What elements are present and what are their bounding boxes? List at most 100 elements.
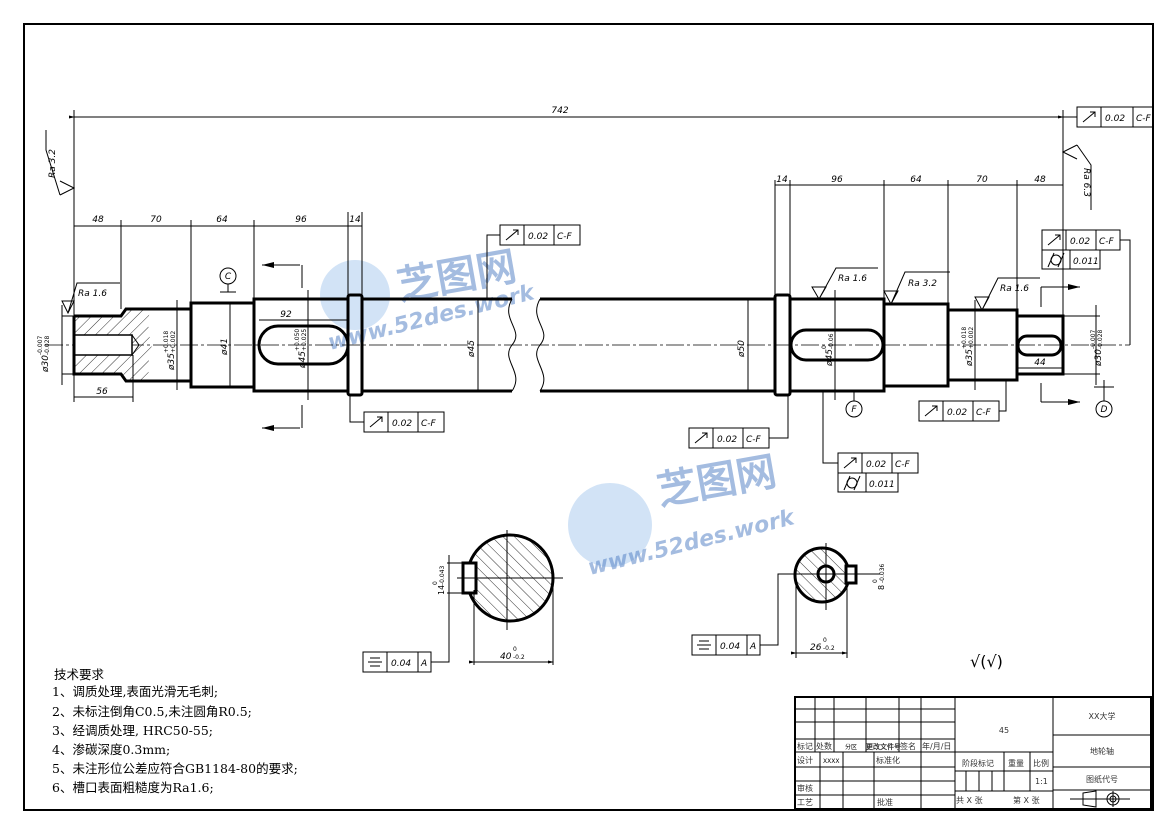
tb-design: 设计 [797,755,813,765]
tol-upper: 0 [823,637,827,644]
tb-process: 工艺 [797,798,813,807]
roughness-value: Ra 1.6 [838,274,867,284]
dim-dia-right-bearing: ø35 +0.018 +0.002 [961,327,975,367]
keyway-left [257,324,350,366]
tol-upper: 0 [432,581,439,585]
fcf-value: 0.02 [947,408,967,418]
tb-drawing-code: 图纸代号 [1086,774,1118,784]
tb-material: 45 [999,726,1009,735]
tb-part-name: 地轮轴 [1090,746,1114,756]
fcf-value: 0.02 [866,460,886,470]
section-view-right: 8 0 -0.036 26 0 -0.2 [791,543,886,658]
tol-lower: -0.036 [879,563,886,583]
fcf-value: 0.02 [1105,114,1125,124]
tech-req-item: 4、渗碳深度0.3mm; [52,742,170,757]
dim-dia-collar: ø50 [737,340,747,358]
fcf-runout-cyl-right-key: 0.02 C-F 0.011 [837,452,919,493]
fcf-symmetry-right: 0.04 A [691,634,761,656]
technical-requirements: 技术要求 1、调质处理,表面光滑无毛刺; 2、未标注倒角C0.5,未注圆角R0.… [52,667,298,795]
runout-icon [924,405,938,417]
tol-lower: +0.002 [170,331,177,353]
dim-left-2: 70 [150,215,162,225]
roughness-general: √(√) [970,652,1003,671]
watermark-globe-icon [568,483,652,567]
cylindricity-icon [843,475,861,491]
dia-value: ø30 [41,355,51,373]
section-depth: 26 [810,643,822,653]
keyway-end [1016,334,1063,357]
fcf-value: 0.04 [720,642,740,652]
dim-dia-left-bearing: ø35 +0.018 +0.002 [163,331,177,371]
roughness-ra63-right: Ra 6.3 [1061,144,1092,210]
roughness-icon [974,277,1040,312]
fcf-datum: C-F [1136,114,1152,124]
datum-label: D [1101,405,1108,415]
fcf-symmetry-left: 0.04 A [362,651,432,673]
arrow-icon [1068,284,1080,290]
tech-req-item: 1、调质处理,表面光滑无毛刺; [52,684,218,699]
fcf-runout-right-collar: 0.02 C-F [688,427,770,449]
tb-stage-mark: 阶段标记 [962,758,994,768]
tb-count: 处数 [816,741,832,751]
section-view-left: 14 0 -0.043 40 0 -0.2 [432,530,563,665]
tb-total-sheets: 共 X 张 [956,796,983,805]
dim-overall-length: 742 [551,106,568,116]
tol-upper: 0 [872,579,879,583]
roughness-icon [1061,144,1092,210]
dim-keyway-left: 92 [280,310,292,320]
tb-zone: 分区 [845,743,857,751]
section-depth: 40 [500,652,512,662]
dim-left-5: 14 [349,215,361,225]
dia-value: ø45 [825,349,835,367]
tol-lower: -0.06 [828,333,835,349]
dim-right-3: 64 [910,175,922,185]
fcf-value: 0.04 [391,659,411,669]
roughness-ra16-right-bearing: Ra 1.6 [974,277,1040,312]
shaft-main-view [72,293,1065,397]
fcf-value: 0.011 [869,480,895,490]
datum-d: D [1094,380,1114,418]
projection-symbol-icon [1070,790,1130,808]
dim-bore-depth: 56 [96,387,108,397]
tb-sheet-no: 第 X 张 [1013,795,1040,805]
dim-dia-right-end: ø30 -0.007 -0.028 [1090,329,1104,367]
fcf-datum: A [420,659,427,669]
tol-upper: 0 [513,646,517,653]
fcf-datum: C-F [421,419,437,429]
tb-date: 年/月/日 [922,741,951,751]
roughness-value: Ra 1.6 [78,289,107,299]
tb-school: XX大学 [1089,711,1116,721]
tb-review: 审核 [797,783,813,793]
tol-lower: -0.028 [44,335,51,355]
runout-icon [1047,234,1061,246]
section-width: 14 [437,585,446,595]
tol-lower: -0.2 [823,645,835,652]
roughness-ra16-left-end: Ra 1.6 [61,282,120,315]
symmetry-icon [697,640,711,650]
fcf-datum: C-F [746,435,762,445]
roughness-icon [811,267,878,300]
dim-left-1: 48 [92,215,104,225]
tb-mark: 标记 [797,741,813,751]
arrow-icon [262,425,274,431]
fcf-value: 0.02 [392,419,412,429]
dia-value: ø35 [167,353,177,371]
title-block: 标记 处数 分区 更改文件号 签名 年/月/日 设计 XXXX 标准化 审核 工… [794,696,1152,810]
tech-req-title: 技术要求 [54,667,105,682]
fcf-runout-top: 0.02 C-F [1076,106,1154,128]
runout-icon [694,432,708,444]
tol-lower: -0.2 [513,654,525,661]
tol-upper: -0.007 [37,335,44,355]
tb-change-doc: 更改文件号 [866,742,901,751]
tb-weight: 重量 [1008,758,1024,768]
fcf-datum: C-F [1099,237,1115,247]
datum-label: C [225,272,232,282]
fcf-runout-left-key: 0.02 C-F [499,224,581,246]
tech-req-item: 2、未标注倒角C0.5,未注圆角R0.5; [52,704,252,719]
dim-dia-left-end: ø30 -0.007 -0.028 [37,335,51,373]
tech-req-item: 5、未注形位公差应符合GB1184-80的要求; [52,761,298,776]
roughness-ra16-right-key: Ra 1.6 [811,267,878,300]
runout-icon [505,229,519,241]
tol-upper: -0.007 [1090,329,1097,349]
dim-dia-left-key-seat: ø45 +0.050 +0.025 [294,329,308,369]
